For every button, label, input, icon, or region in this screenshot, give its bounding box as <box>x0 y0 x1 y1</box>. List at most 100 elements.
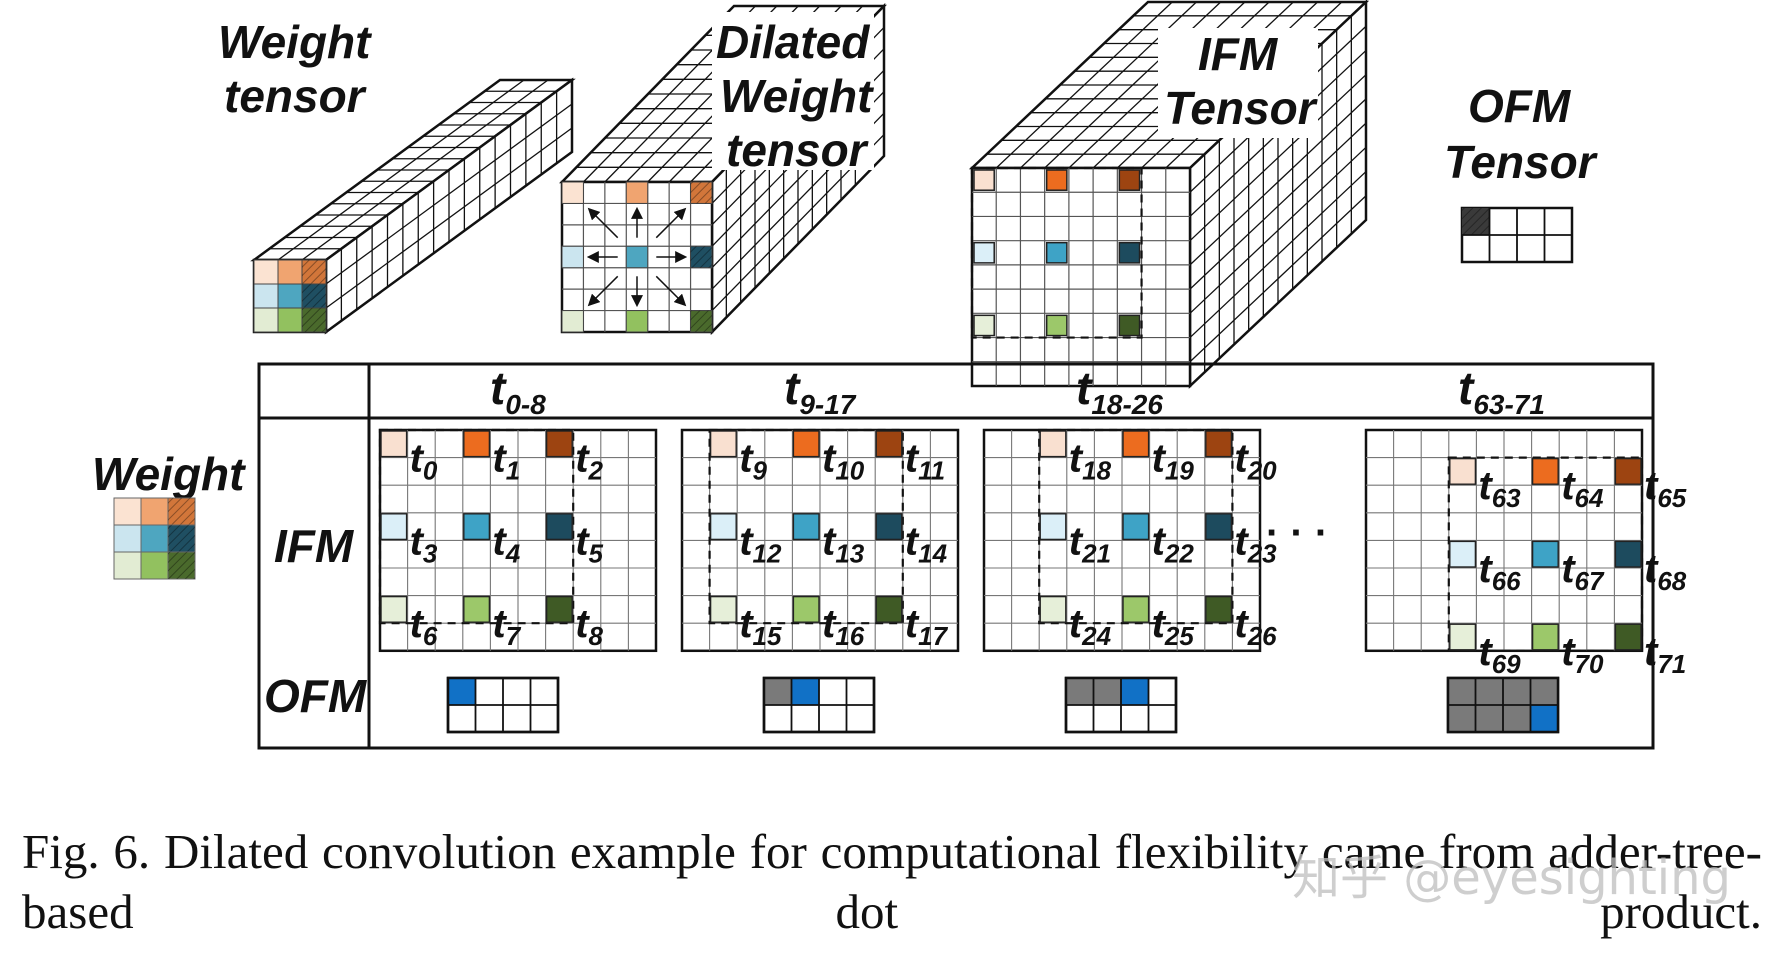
ifm-cell <box>973 241 995 264</box>
dilation-arrow <box>655 275 687 307</box>
ifm-active-cell <box>1122 430 1150 458</box>
time-step-label: t17 <box>905 602 949 651</box>
ifm-active-cell <box>1531 457 1559 485</box>
ifm-active-cell <box>380 595 408 623</box>
time-step-index: 24 <box>1081 621 1111 651</box>
weight-cell <box>277 283 303 309</box>
ofm-cell <box>1475 678 1503 705</box>
weight-cell <box>253 259 279 285</box>
ifm-active-cell <box>545 513 573 541</box>
ifm-cell <box>1045 314 1068 337</box>
time-step-index: 12 <box>753 538 782 568</box>
ifm-tensor-front <box>970 166 1192 388</box>
time-step-label: t65 <box>1644 464 1687 513</box>
ifm-active-cell <box>545 595 573 623</box>
ofm-cell <box>448 678 476 705</box>
dilated-cell <box>625 310 649 333</box>
ofm-tensor-cell-hatch <box>1462 208 1490 235</box>
time-step-index: 20 <box>1247 456 1277 486</box>
time-step-index: 21 <box>1081 538 1111 568</box>
ifm-active-cell <box>1531 623 1559 651</box>
kernel-cell <box>113 551 142 580</box>
ofm-cell <box>1530 705 1558 732</box>
ifm-cell <box>973 169 995 191</box>
weight-cell-hatch <box>302 308 326 332</box>
ifm-active-cell <box>463 430 491 458</box>
dilated-tensor-label-1: Dilated <box>716 16 870 68</box>
time-step-index: 71 <box>1657 649 1686 679</box>
ifm-active-cell <box>1449 540 1477 568</box>
ifm-active-cell <box>463 595 491 623</box>
dilated-cell-hatch <box>690 182 712 204</box>
ifm-active-cell <box>1205 595 1233 623</box>
time-step-label: t71 <box>1644 630 1686 679</box>
dilated-tensor-label-3: tensor <box>726 124 869 176</box>
time-header-3: t63-71 <box>1458 362 1545 420</box>
ifm-active-cell <box>1614 540 1642 568</box>
ifm-window <box>708 428 904 625</box>
ofm-grid-border <box>446 676 560 734</box>
time-step-index: 69 <box>1492 649 1521 679</box>
time-header-range: 9-17 <box>799 389 856 420</box>
ifm-window <box>1447 456 1644 652</box>
time-step-index: 11 <box>918 456 945 486</box>
time-step-label: t68 <box>1644 547 1687 596</box>
ifm-cell <box>1045 169 1068 191</box>
ifm-window <box>1038 428 1234 625</box>
dilated-cell <box>625 245 649 269</box>
ifm-active-cell <box>875 513 903 541</box>
time-step-index: 65 <box>1657 483 1686 513</box>
ifm-window <box>970 166 1143 339</box>
time-step-index: 17 <box>918 621 948 651</box>
ofm-tensor-label-2: Tensor <box>1444 136 1598 188</box>
weight-cell <box>253 307 279 333</box>
ifm-active-cell <box>1039 595 1067 623</box>
time-step-label: t13 <box>822 519 865 568</box>
dilated-cell-hatch <box>690 246 712 268</box>
time-step-index: 1 <box>506 456 520 486</box>
row-label-ofm: OFM <box>264 670 368 722</box>
ofm-cell <box>1503 705 1531 732</box>
ifm-tensor-label-1: IFM <box>1198 28 1279 80</box>
kernel-cell <box>113 497 142 526</box>
dilated-cell <box>561 245 584 269</box>
ifm-active-cell <box>1614 623 1642 651</box>
ifm-active-cell <box>1122 513 1150 541</box>
time-step-index: 15 <box>753 621 782 651</box>
weight-tensor-label-2: tensor <box>224 70 367 122</box>
kernel-cell-hatch <box>168 525 195 552</box>
time-step-index: 2 <box>588 456 604 486</box>
weight-cell <box>277 307 303 333</box>
time-step-index: 3 <box>423 538 438 568</box>
kernel-cell <box>140 524 169 553</box>
ifm-active-cell <box>875 430 903 458</box>
weight-tensor-label-1: Weight <box>218 16 372 68</box>
time-header-range: 18-26 <box>1091 389 1163 420</box>
time-step-index: 13 <box>835 538 864 568</box>
kernel-cell-hatch <box>168 552 195 579</box>
weight-tensor <box>250 77 576 335</box>
ofm-cell <box>1448 678 1476 705</box>
kernel-cell-hatch <box>168 498 195 525</box>
ifm-active-cell <box>792 430 820 458</box>
time-step-index: 19 <box>1165 456 1194 486</box>
ifm-active-cell <box>380 513 408 541</box>
time-step-index: 8 <box>589 621 604 651</box>
ifm-window <box>378 428 575 625</box>
ofm-grid-border <box>1446 676 1560 734</box>
weight-cell-hatch <box>302 284 326 308</box>
ifm-active-cell <box>380 430 408 458</box>
ifm-active-cell <box>709 430 737 458</box>
dilated-tensor-label-2: Weight <box>720 70 874 122</box>
dilated-cell <box>561 181 584 204</box>
schedule-table <box>257 362 1655 750</box>
ifm-active-cell <box>1531 540 1559 568</box>
ifm-active-cell <box>1039 513 1067 541</box>
ifm-active-cell <box>1205 430 1233 458</box>
ifm-active-cell <box>875 595 903 623</box>
weight-kernel-label: Weight <box>92 448 246 500</box>
ifm-cell <box>1045 241 1068 264</box>
time-header-range: 63-71 <box>1473 389 1545 420</box>
